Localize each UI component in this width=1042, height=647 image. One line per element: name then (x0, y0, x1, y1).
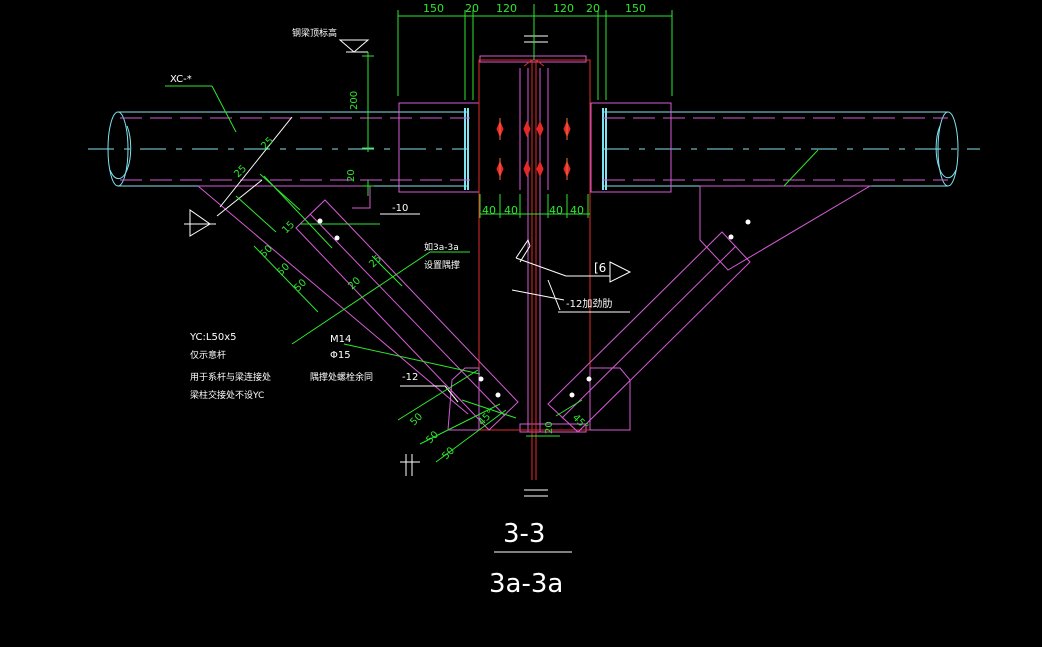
bolt (496, 120, 571, 178)
dim-brace-25b: 25 (232, 163, 249, 180)
yc-line-3: 梁柱交接处不设YC (190, 389, 264, 401)
dim-brace-20: 20 (346, 275, 363, 292)
end-plates (464, 108, 607, 190)
white-texts: 钢梁顶标高 -10 如3a-3a 设置隅撑 [6 -12加劲肋 YC:L50x5… (170, 27, 612, 401)
bolt-note-label: 隅撑处螺栓余同 (310, 371, 373, 383)
plate-12-label: -12 (402, 372, 418, 383)
section-title-sub: 3a-3a (489, 569, 563, 599)
dim-bolt-1: 40 (482, 204, 496, 217)
dim-brace-50c: 50 (292, 277, 309, 294)
dim-bottom-20: 20 (544, 421, 555, 434)
yc-line-2: 用于系杆与梁连接处 (190, 371, 271, 383)
section-title-main: 3-3 (503, 519, 545, 549)
top-elevation-label: 钢梁顶标高 (292, 27, 337, 39)
magenta-plates (120, 55, 948, 433)
right-brace (547, 185, 872, 433)
green-dims (165, 4, 819, 463)
dim-bolt-4: 40 (570, 204, 584, 217)
dim-lower-50b: 50 (424, 429, 441, 446)
dim-brace-25c: 25 (367, 253, 384, 270)
xc-label: XC-* (170, 74, 192, 85)
white-lines (184, 35, 632, 553)
ref-3a-sub-label: 设置隅撑 (424, 259, 460, 271)
yc-title: YC:L50x5 (189, 332, 237, 343)
dim-brace-25a: 25 (259, 135, 276, 152)
bolt-m14-label: M14 (330, 334, 351, 345)
section-title: 3-3 3a-3a (489, 519, 563, 599)
dim-height-200: 200 (349, 91, 360, 110)
channel-label: [6 (594, 261, 606, 275)
dim-brace-50a: 50 (258, 243, 275, 260)
bolts (496, 118, 571, 180)
bolt-hole-label: Φ15 (330, 350, 351, 361)
dim-bolt-3: 40 (549, 204, 563, 217)
rotated-dims: 200 20 25 25 15 50 50 50 25 20 50 50 50 … (232, 91, 590, 462)
yc-line-1: 仅示意杆 (190, 349, 226, 361)
dim-top-5: 20 (586, 2, 600, 15)
stiffener-label: -12加劲肋 (566, 297, 612, 310)
dim-lower-50a: 50 (408, 411, 425, 428)
dimension-texts: 150 20 120 120 20 150 40 40 40 40 (423, 2, 646, 217)
dim-bolt-2: 40 (504, 204, 518, 217)
dim-top-3: 120 (496, 2, 517, 15)
dim-top-2: 20 (465, 2, 479, 15)
brace-bolts (317, 218, 751, 398)
dim-height-20: 20 (346, 169, 357, 182)
dim-top-4: 120 (553, 2, 574, 15)
dim-top-6: 150 (625, 2, 646, 15)
ref-3a-label: 如3a-3a (424, 241, 459, 253)
plate-10-label: -10 (392, 203, 408, 214)
dim-top-1: 150 (423, 2, 444, 15)
dim-brace-15: 15 (280, 219, 297, 236)
